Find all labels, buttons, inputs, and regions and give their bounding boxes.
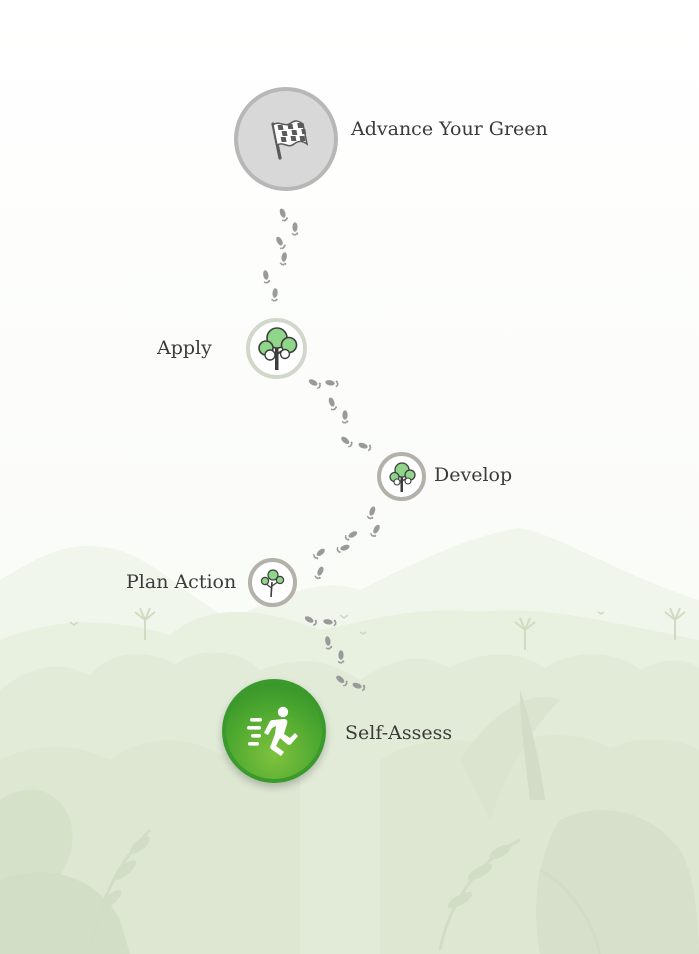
sapling-icon xyxy=(260,568,284,597)
footprint-icon xyxy=(366,506,376,520)
footprint-icon xyxy=(328,397,338,411)
stage-self-assess-button[interactable] xyxy=(222,679,326,783)
stage-develop-button[interactable] xyxy=(377,452,426,501)
stage-label-advance-your-green: Advance Your Green xyxy=(351,118,548,140)
footprint-icon xyxy=(271,288,278,302)
footprint-icon xyxy=(358,442,372,452)
footprint-icon xyxy=(325,636,333,650)
footprint-icon xyxy=(341,436,353,448)
stage-label-apply: Apply xyxy=(157,337,212,359)
checkered-flag-icon xyxy=(271,120,309,160)
footprint-icon xyxy=(323,619,337,627)
footprint-icon xyxy=(325,380,339,388)
footprint-icon xyxy=(314,566,324,580)
stage-label-develop: Develop xyxy=(434,464,513,486)
footprint-icon xyxy=(370,524,380,538)
footprint-icon xyxy=(279,252,287,266)
stage-plan-action-button[interactable] xyxy=(248,558,297,607)
large-tree-icon xyxy=(257,326,297,370)
footprint-icon xyxy=(352,682,366,692)
footprint-icon xyxy=(279,208,289,222)
footprint-icon xyxy=(313,548,325,560)
footprint-icon xyxy=(344,531,358,541)
footprint-icon xyxy=(336,544,350,554)
footprint-icon xyxy=(341,410,349,424)
footprint-icon xyxy=(304,616,318,626)
stage-apply-button[interactable] xyxy=(246,318,307,379)
footprint-icon xyxy=(263,270,271,284)
running-person-icon xyxy=(247,706,298,756)
footprint-icon xyxy=(276,236,286,250)
stage-label-self-assess: Self-Assess xyxy=(345,722,453,744)
footprint-icon xyxy=(336,675,348,687)
footprint-icon xyxy=(291,222,299,236)
stage-advance-your-green-button[interactable] xyxy=(234,87,338,191)
footprint-icon xyxy=(337,650,345,664)
stage-label-plan-action: Plan Action xyxy=(126,571,237,593)
footprint-icon xyxy=(308,379,322,389)
medium-tree-icon xyxy=(388,461,416,492)
